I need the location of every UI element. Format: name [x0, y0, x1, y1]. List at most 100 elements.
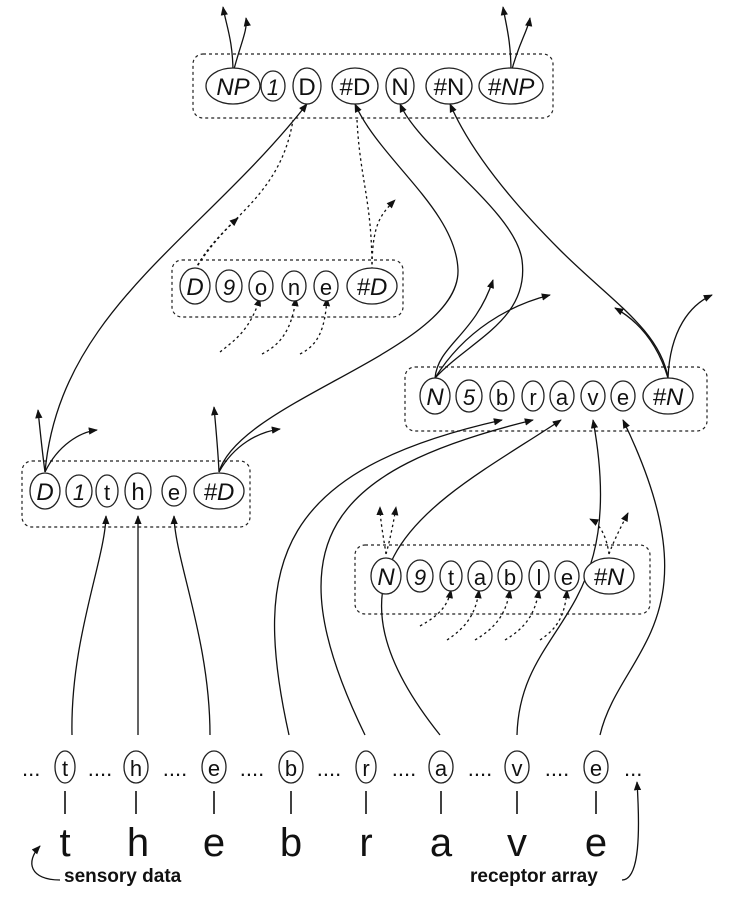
symbol-node	[583, 750, 609, 784]
symbol-label: D	[186, 274, 203, 301]
link-D-to-np-D	[44, 103, 308, 473]
link-t	[71, 515, 110, 736]
receptor-array-arrow	[621, 781, 642, 881]
symbol-label: e	[320, 275, 332, 300]
pattern-box-table	[354, 544, 651, 615]
symbol-node	[179, 267, 211, 305]
symbol-node	[313, 270, 339, 302]
symbol-node	[281, 270, 307, 302]
np-token: NP	[216, 74, 249, 101]
symbol-label: t	[59, 821, 70, 865]
pattern-box-done	[171, 259, 404, 318]
pattern-box-the	[21, 460, 251, 528]
np-token: #NP	[488, 74, 535, 101]
symbol-label: e	[208, 756, 220, 781]
connector-line	[356, 119, 373, 271]
symbol-node	[331, 67, 379, 105]
link-r	[320, 418, 534, 736]
link-e2	[599, 419, 666, 736]
symbol-node	[425, 67, 473, 105]
symbol-label: n	[288, 275, 300, 300]
symbol-label: N	[377, 564, 395, 591]
symbol-label: e	[168, 480, 180, 505]
symbol-label: e	[590, 756, 602, 781]
symbol-label: h	[127, 821, 149, 865]
symbol-label: ....	[88, 756, 112, 781]
pattern-table: N 9 t a b l e #N	[370, 557, 635, 595]
symbol-label: e	[585, 821, 607, 865]
connector-line	[419, 589, 453, 627]
symbol-node	[642, 377, 694, 415]
symbol-label: a	[556, 385, 569, 410]
connector-line	[510, 17, 533, 74]
symbol-node	[583, 557, 635, 595]
symbol-label: b	[504, 565, 516, 590]
connector-line	[232, 17, 251, 74]
symbol-node	[355, 750, 377, 784]
np-token: 1	[267, 75, 279, 100]
connector-line	[299, 297, 331, 355]
symbol-label: ....	[545, 756, 569, 781]
symbol-label: v	[588, 385, 599, 410]
connector-line	[35, 409, 46, 473]
sensory-data-label: sensory data	[64, 866, 182, 887]
symbol-node	[123, 750, 149, 784]
symbol-node	[428, 750, 454, 784]
symbol-node	[497, 560, 523, 592]
link-v	[516, 419, 602, 736]
symbol-label: e	[561, 565, 573, 590]
symbol-label: a	[430, 821, 453, 865]
pattern-box-brave	[404, 366, 708, 432]
symbol-node	[278, 750, 304, 784]
connector-line	[539, 589, 570, 641]
dotted-links	[194, 119, 629, 641]
symbol-label: 1	[73, 480, 85, 505]
np-token: N	[391, 74, 408, 101]
symbol-label: #N	[594, 564, 625, 591]
symbol-node	[385, 67, 415, 105]
symbol-label: r	[362, 756, 369, 781]
symbol-label: r	[359, 821, 372, 865]
symbol-node	[248, 270, 274, 302]
pattern-brave: N 5 b r a v e #N	[419, 377, 694, 415]
outgoing-arrows	[35, 6, 713, 473]
symbol-node	[455, 379, 483, 413]
symbol-label: t	[448, 565, 454, 590]
symbol-label: b	[285, 756, 297, 781]
connector-line	[220, 6, 234, 74]
symbol-node	[528, 560, 550, 592]
symbol-label: h	[130, 756, 142, 781]
symbol-label: h	[131, 479, 144, 506]
symbol-label: v	[507, 821, 527, 865]
symbol-node	[419, 377, 451, 415]
symbol-label: b	[496, 385, 508, 410]
symbol-label: #D	[357, 274, 388, 301]
connector-line	[211, 406, 220, 473]
link-hashN-to-np-hashN	[449, 103, 669, 379]
symbol-node	[610, 380, 636, 412]
symbol-node	[205, 67, 261, 105]
symbol-node	[467, 560, 493, 592]
link-a	[380, 419, 562, 736]
pattern-np: NP 1 D #D N #N #NP	[205, 67, 544, 105]
sensory-data-row: t h e b r a v e	[59, 821, 607, 865]
symbol-node	[489, 380, 515, 412]
symbol-node	[554, 560, 580, 592]
link-N-to-np-N	[399, 103, 524, 379]
symbol-node	[260, 70, 286, 102]
np-token: #N	[434, 74, 465, 101]
pattern-the: D 1 t h e #D	[29, 472, 245, 510]
symbol-label: 9	[223, 275, 235, 300]
connector-line	[446, 589, 482, 641]
receptor-array-row: ... t .... h .... e .... b .... r .... a…	[22, 750, 642, 784]
symbol-node	[406, 559, 434, 593]
link-e	[170, 515, 211, 736]
symbol-node	[161, 475, 187, 507]
symbol-label: l	[537, 565, 542, 590]
sensory-data-arrow	[31, 845, 61, 881]
symbol-label: #D	[204, 479, 235, 506]
connector-line	[385, 506, 399, 555]
symbol-node	[504, 750, 530, 784]
